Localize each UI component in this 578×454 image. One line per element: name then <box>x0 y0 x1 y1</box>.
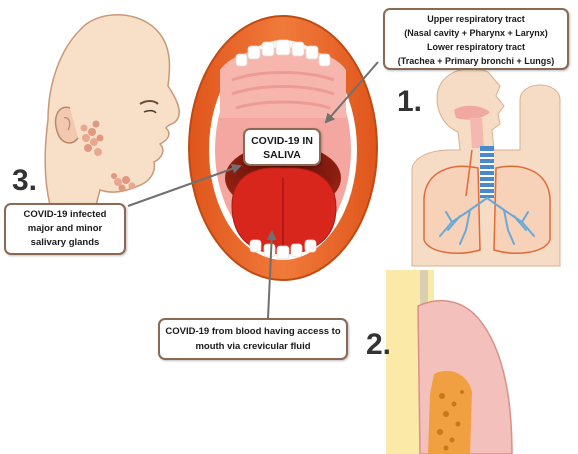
label-number-1: 1. <box>397 87 422 117</box>
callout-text: mouth via crevicular fluid <box>160 339 346 354</box>
callout-text: COVID-19 infected <box>6 208 124 222</box>
trachea <box>480 146 494 198</box>
gum-section <box>386 270 512 454</box>
callout-text: (Trachea + Primary bronchi + Lungs) <box>385 54 567 68</box>
callout-text: major and minor <box>6 222 124 236</box>
head-profile <box>44 15 179 230</box>
callout-text: Lower respiratory tract <box>385 40 567 54</box>
callout-salivary-glands: COVID-19 infected major and minor saliva… <box>4 203 126 255</box>
label-number-3: 3. <box>12 166 37 196</box>
callout-text: (Nasal cavity + Pharynx + Larynx) <box>385 26 567 40</box>
callout-saliva: COVID-19 IN SALIVA <box>243 128 321 166</box>
callout-respiratory-tract: Upper respiratory tract (Nasal cavity + … <box>383 8 569 70</box>
callout-text: SALIVA <box>245 148 319 162</box>
callout-text: COVID-19 IN <box>245 134 319 148</box>
callout-text: COVID-19 from blood having access to <box>160 324 346 339</box>
pharynx <box>470 118 484 148</box>
callout-text: Upper respiratory tract <box>385 12 567 26</box>
callout-text: salivary glands <box>6 236 124 250</box>
label-number-2: 2. <box>366 330 391 360</box>
callout-crevicular-fluid: COVID-19 from blood having access to mou… <box>158 318 348 360</box>
alveolar-bone <box>428 371 472 454</box>
respiratory-figure <box>412 69 560 266</box>
